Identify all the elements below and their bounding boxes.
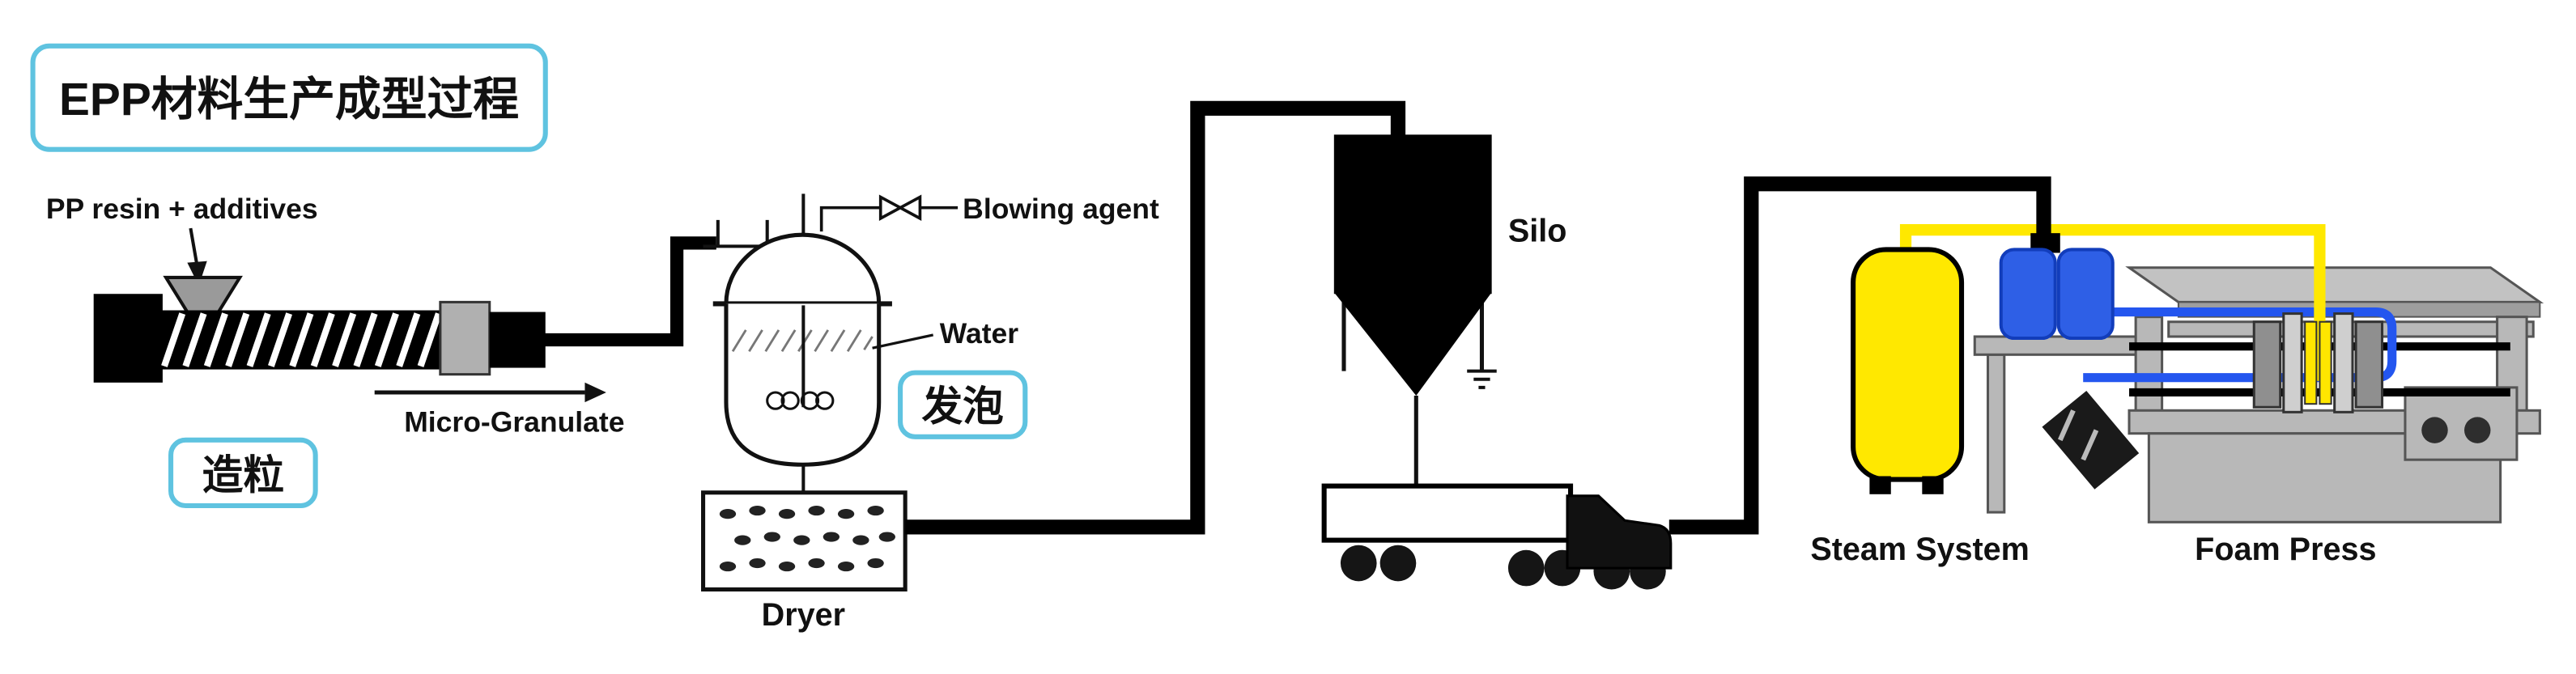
mold-plate-right (2333, 312, 2354, 413)
ground-symbol (1467, 369, 1497, 389)
reactor-dome (724, 232, 882, 304)
mold-cavity-left (2304, 320, 2318, 405)
press-column-left (2134, 316, 2164, 417)
foam-press-frame (1973, 266, 2544, 524)
press-right-unit (2404, 386, 2519, 461)
granulation-label: 造粒 (202, 452, 284, 498)
foaming-frame (898, 370, 1028, 439)
steam-tank (1851, 247, 1965, 482)
silo-label: Silo (1508, 213, 1567, 248)
page-title: EPP材料生产成型过程 (59, 74, 519, 125)
dryer-label: Dryer (762, 597, 845, 633)
steam-system-label: Steam System (1810, 532, 2030, 567)
pipe-dryer-to-silo (905, 100, 1406, 535)
press-knob-left (2421, 417, 2448, 443)
blowing-agent-line (819, 206, 881, 232)
mold-block-right (2354, 320, 2384, 409)
blowing-agent-label: Blowing agent (963, 193, 1159, 225)
water-leader-line (872, 333, 934, 350)
extruder-screw-pattern (161, 312, 442, 367)
reactor-bubbles (766, 391, 835, 410)
dryer-section: Dryer (701, 464, 908, 633)
extruder-coupling (439, 300, 491, 376)
press-knob-right (2464, 417, 2491, 443)
valve-icon (878, 194, 922, 221)
blue-tank-left (1999, 248, 2057, 341)
silo-funnel (1333, 292, 1492, 396)
steam-pipe-yellow (1899, 223, 2326, 381)
press-table-top (2125, 266, 2544, 303)
pipe-extruder-to-reactor (542, 236, 716, 347)
truck-cab (1566, 494, 1673, 570)
press-chute-stripes (2058, 409, 2099, 461)
granulation-frame (168, 437, 318, 509)
pp-resin-label: PP resin + additives (46, 193, 318, 225)
blue-tank-right (2056, 248, 2115, 341)
extruder-gearbox (93, 294, 163, 383)
silo-body (1333, 134, 1492, 295)
tank-shelf-post (1986, 353, 2006, 514)
foaming-badge: 发泡 (898, 370, 1028, 439)
extruder-section: PP resin + additives Micro-Granulate 造粒 (46, 193, 624, 509)
truck-trailer (1321, 483, 1574, 543)
steam-tank-foot-left (1869, 476, 1891, 494)
dryer-granules (719, 506, 895, 572)
granulation-badge: 造粒 (168, 437, 318, 509)
micro-granulate-arrowhead (584, 382, 606, 403)
mold-block-left (2252, 320, 2282, 409)
foaming-label: 发泡 (921, 383, 1003, 429)
mold-cavity-right (2319, 320, 2332, 405)
micro-granulate-label: Micro-Granulate (404, 406, 624, 439)
foam-press-label: Foam Press (2195, 532, 2376, 567)
title-box: EPP材料生产成型过程 (30, 43, 548, 152)
reactor-section: Blowing agent Water 发泡 (703, 193, 1159, 467)
truck (1321, 483, 1673, 590)
press-carriage (2252, 312, 2384, 413)
title-frame (30, 43, 548, 152)
steam-tank-foot-right (1922, 476, 1944, 494)
tank-shelf (1973, 335, 2153, 356)
water-label: Water (940, 317, 1018, 350)
steam-system (1851, 247, 1965, 494)
blue-tanks (1999, 233, 2115, 341)
pp-resin-arrow-line (189, 227, 199, 267)
mold-plate-left (2282, 312, 2303, 413)
silo-section: Silo (1333, 134, 1567, 486)
pipe-truck-to-press (1668, 176, 2051, 535)
pp-resin-arrowhead (187, 261, 207, 286)
extruder-adapter (489, 312, 546, 368)
extruder-hopper (163, 275, 243, 314)
